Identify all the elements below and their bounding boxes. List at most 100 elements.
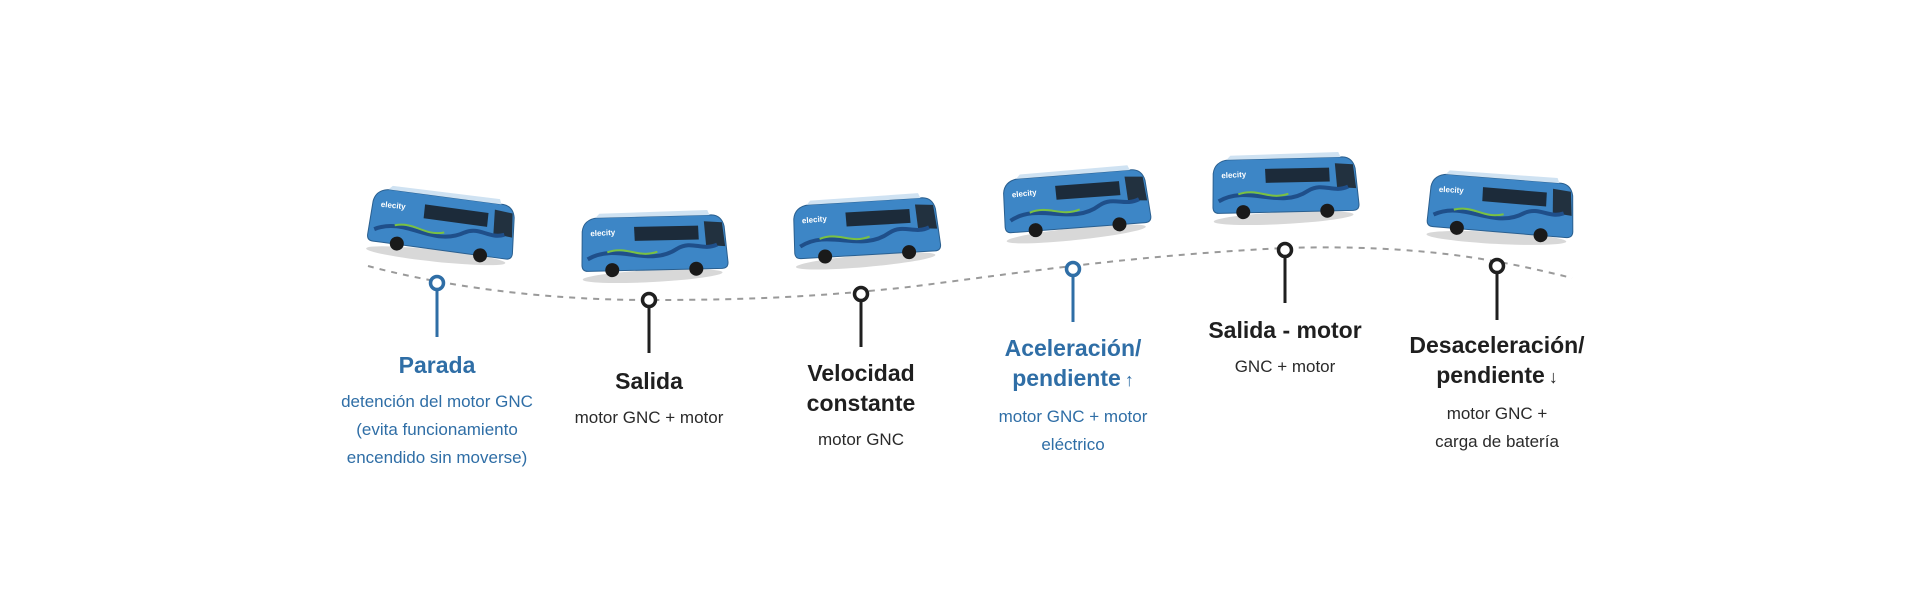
bus-accent: [819, 235, 870, 241]
bus-windows: [1482, 187, 1547, 207]
bus-logo: elecity: [1439, 185, 1465, 195]
bus-roof: [595, 210, 710, 218]
bus-accent: [1453, 207, 1504, 217]
bus-wave: [1432, 208, 1565, 221]
stage-title: Parada: [297, 350, 577, 380]
stage-description: motor GNC + motor eléctrico: [933, 403, 1213, 459]
stage-marker-ring: [1064, 260, 1082, 278]
stage-description-line: motor GNC + motor: [574, 408, 724, 427]
stage-title-line: Salida: [615, 368, 683, 394]
bus-logo: elecity: [380, 200, 406, 212]
arrow-up-icon: ↑: [1124, 370, 1134, 390]
stage-description-line: motor GNC + motor: [998, 407, 1148, 426]
bus-roof: [388, 185, 502, 205]
bus-roof: [1016, 165, 1130, 179]
bus-wheel-front: [902, 245, 917, 260]
bus-illustration: elecity: [366, 185, 515, 266]
stage-1: Parada detención del motor GNC (evita func…: [297, 350, 577, 472]
stage-description-line: eléctrico: [1041, 435, 1105, 454]
bus-illustration: elecity: [1212, 152, 1360, 226]
stage-title-line: pendiente↓: [1436, 362, 1558, 388]
bus-windshield: [703, 221, 726, 247]
stage-description-line: (evita funcionamiento: [356, 420, 518, 439]
bus-shadow: [1213, 210, 1354, 226]
bus-illustration: elecity: [1426, 170, 1574, 245]
bus-body: [367, 189, 515, 260]
bus-wheel-front: [689, 261, 704, 276]
bus-accent: [394, 223, 445, 235]
stage-title: Salida - motor: [1145, 315, 1425, 345]
bus-wheel-rear: [818, 249, 833, 264]
bus-shadow: [366, 246, 506, 266]
bus-shadow: [795, 252, 936, 270]
bus-shadow: [582, 268, 723, 284]
stage-marker-ring: [428, 274, 446, 292]
bus-wave: [1217, 184, 1349, 204]
arrow-down-icon: ↓: [1548, 367, 1558, 387]
stage-title: Desaceleración/pendiente↓: [1357, 330, 1637, 392]
stage-description: detención del motor GNC (evita funcionami…: [297, 388, 577, 472]
bus-wave: [1009, 197, 1140, 223]
stage-title-line: Salida - motor: [1208, 317, 1362, 343]
stage-title: Velocidad constante: [721, 358, 1001, 418]
road-path: [367, 246, 1573, 302]
stage-description-line: motor GNC: [818, 430, 904, 449]
stage-description-line: detención del motor GNC: [341, 392, 533, 411]
bus-accent: [1029, 208, 1081, 214]
bus-windows: [1265, 167, 1330, 183]
stage-title-line: Parada: [398, 352, 476, 378]
bus-wheel-rear: [605, 263, 620, 278]
bus-windshield: [1124, 176, 1148, 201]
bus-roof: [806, 193, 921, 205]
bus-accent: [606, 249, 658, 255]
bus-body: [1426, 173, 1574, 239]
stage-title: Aceleración/pendiente↑: [933, 333, 1213, 395]
stage-marker-ring: [640, 291, 658, 309]
bus-logo: elecity: [1011, 188, 1037, 200]
bus-wave: [586, 242, 718, 262]
bus-windshield: [1552, 188, 1572, 216]
stage-title-line: Desaceleración/: [1409, 332, 1585, 358]
bus-accent: [1237, 191, 1289, 197]
bus-wheel-front: [1112, 217, 1127, 232]
stage-title-line: Aceleración/: [1004, 335, 1142, 361]
stage-marker-ring: [852, 285, 870, 303]
bus-windows: [634, 225, 699, 241]
bus-windows: [845, 208, 911, 227]
bus-logo: elecity: [802, 214, 828, 225]
stage-marker-ring: [1276, 241, 1294, 259]
bus-wave: [373, 223, 505, 239]
bus-windows: [423, 204, 489, 227]
bus-logo: elecity: [1221, 170, 1247, 180]
bus-roof: [1445, 170, 1560, 184]
bus-illustration: elecity: [793, 193, 942, 270]
stage-description: GNC + motor: [1145, 353, 1425, 381]
stage-2: Salida motor GNC + motor: [509, 366, 789, 432]
bus-wheel-front: [1320, 203, 1335, 218]
stage-marker-ring: [1488, 257, 1506, 275]
bus-wheel-rear: [1449, 220, 1464, 235]
bus-wheel-front: [1533, 228, 1548, 243]
bus-illustration: elecity: [1003, 165, 1152, 244]
bus-wheel-rear: [1236, 205, 1251, 220]
bus-wheel-front: [473, 248, 488, 263]
stage-6: Desaceleración/pendiente↓ motor GNC +carg…: [1357, 330, 1637, 456]
bus-windshield: [493, 209, 513, 238]
stage-description: motor GNC +carga de batería: [1357, 400, 1637, 456]
bus-illustration: elecity: [581, 210, 729, 284]
bus-shadow: [1006, 224, 1146, 244]
bus-shadow: [1426, 230, 1567, 245]
stage-description-line: GNC + motor: [1234, 357, 1336, 376]
stage-4: Aceleración/pendiente↑ motor GNC + motor e…: [933, 333, 1213, 459]
stage-title: Salida: [509, 366, 789, 396]
bus-wheel-rear: [1028, 223, 1043, 238]
bus-windshield: [914, 204, 938, 229]
bus-wheel-rear: [389, 236, 404, 251]
stage-title-line: constante: [806, 390, 916, 416]
bus-wave: [799, 225, 930, 249]
stage-title-line: Velocidad: [807, 360, 915, 386]
stage-description-line: encendido sin moverse): [346, 448, 528, 467]
